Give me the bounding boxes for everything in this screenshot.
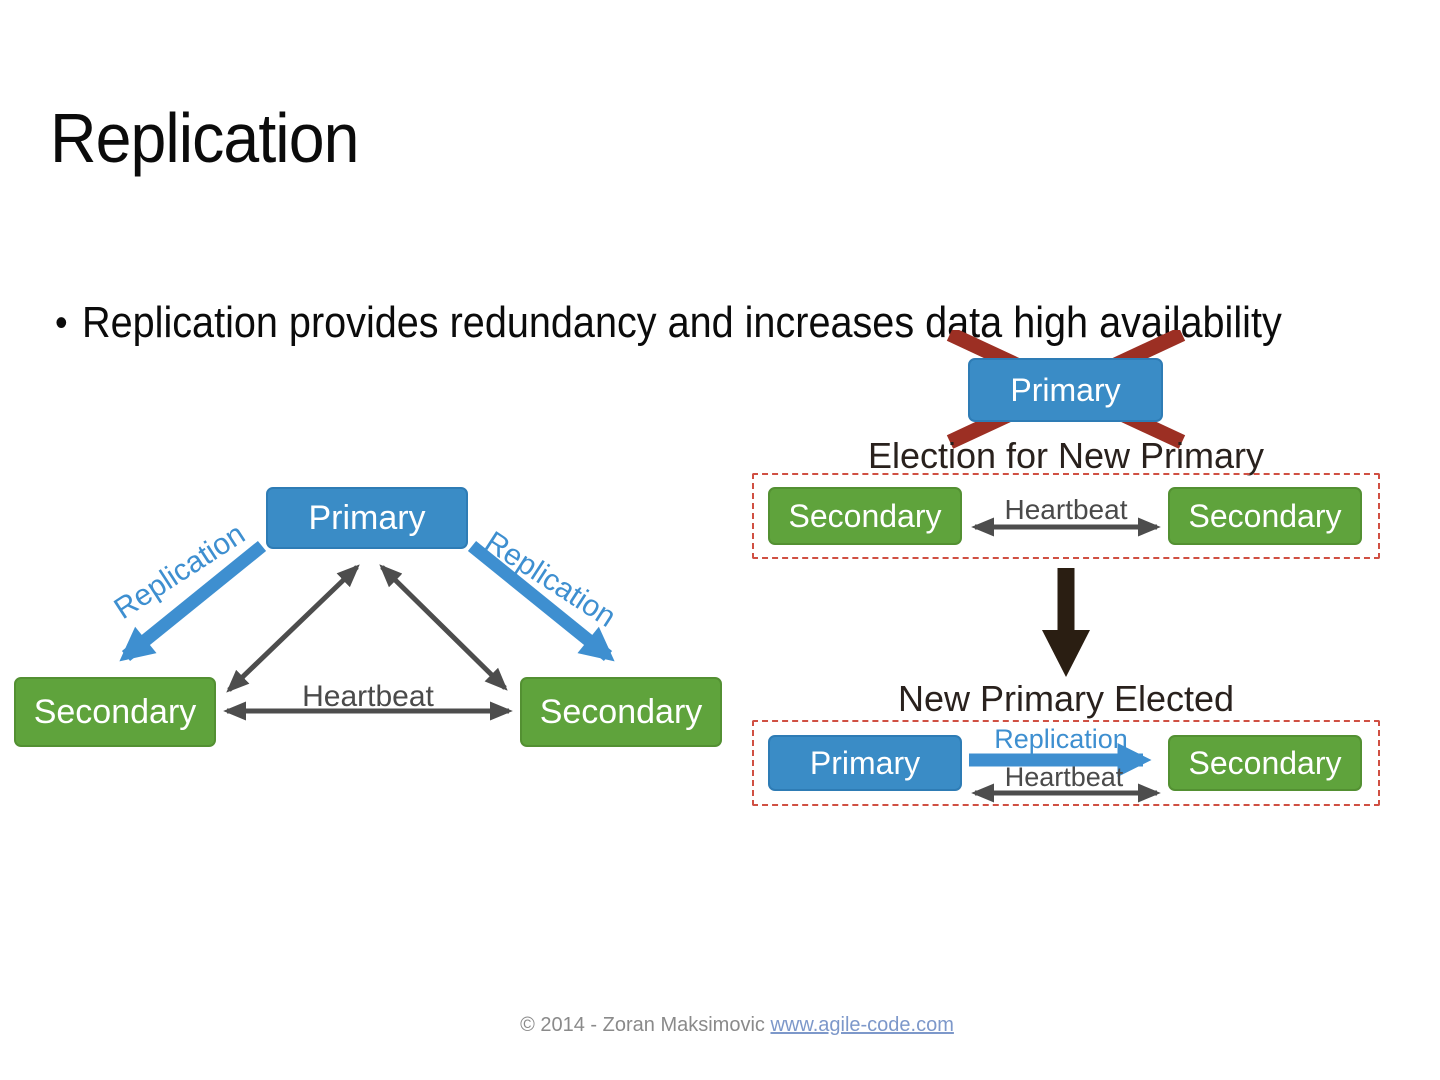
- elected-heartbeat-label: Heartbeat: [1004, 762, 1124, 792]
- secondary-node-left: Secondary: [14, 677, 216, 747]
- primary-node: Primary: [266, 487, 468, 549]
- secondary-node-right-label: Secondary: [539, 692, 703, 731]
- secondary-node-left-label: Secondary: [33, 692, 197, 731]
- elected-secondary-node-label: Secondary: [1188, 744, 1342, 781]
- election-title: Election for New Primary: [867, 435, 1265, 476]
- election-secondary-left-label: Secondary: [788, 497, 942, 534]
- secondary-node-right: Secondary: [520, 677, 722, 747]
- elected-group-border: [752, 720, 1380, 806]
- replica-set-diagram: Primary Secondary Secondary Heartbeat Re…: [8, 470, 722, 780]
- primary-node-label: Primary: [308, 498, 426, 537]
- heartbeat-label: Heartbeat: [302, 680, 434, 713]
- bullet-marker: •: [55, 301, 68, 345]
- failed-primary-node: Primary: [968, 358, 1163, 422]
- elected-primary-node: Primary: [768, 735, 962, 791]
- footer: © 2014 - Zoran Maksimovic www.agile-code…: [520, 1014, 954, 1037]
- election-secondary-right: Secondary: [1168, 487, 1362, 545]
- heartbeat-arrow-primary-left: [226, 564, 360, 693]
- replica-set-arrows: [119, 540, 615, 721]
- election-secondary-right-label: Secondary: [1188, 497, 1342, 534]
- election-heartbeat-label: Heartbeat: [1004, 494, 1128, 525]
- bullet-text: Replication provides redundancy and incr…: [82, 298, 1282, 347]
- election-secondary-left: Secondary: [768, 487, 962, 545]
- elected-secondary-node: Secondary: [1168, 735, 1362, 791]
- failed-primary-node-label: Primary: [1010, 371, 1121, 408]
- footer-link[interactable]: www.agile-code.com: [770, 1014, 954, 1036]
- page-title: Replication: [50, 99, 359, 177]
- transition-down-arrow-head: [1042, 630, 1090, 677]
- failover-diagram: Primary Election for New Primary Seconda…: [745, 330, 1395, 820]
- bullet-line: • Replication provides redundancy and in…: [55, 298, 1282, 349]
- replication-arrow-left: [119, 540, 267, 662]
- heartbeat-arrow-primary-right: [379, 564, 508, 691]
- elected-primary-node-label: Primary: [809, 744, 921, 781]
- elected-title: New Primary Elected: [897, 678, 1235, 719]
- elected-replication-label: Replication: [994, 724, 1128, 754]
- election-group-border: [752, 473, 1380, 559]
- footer-copyright: © 2014 - Zoran Maksimovic: [520, 1014, 765, 1036]
